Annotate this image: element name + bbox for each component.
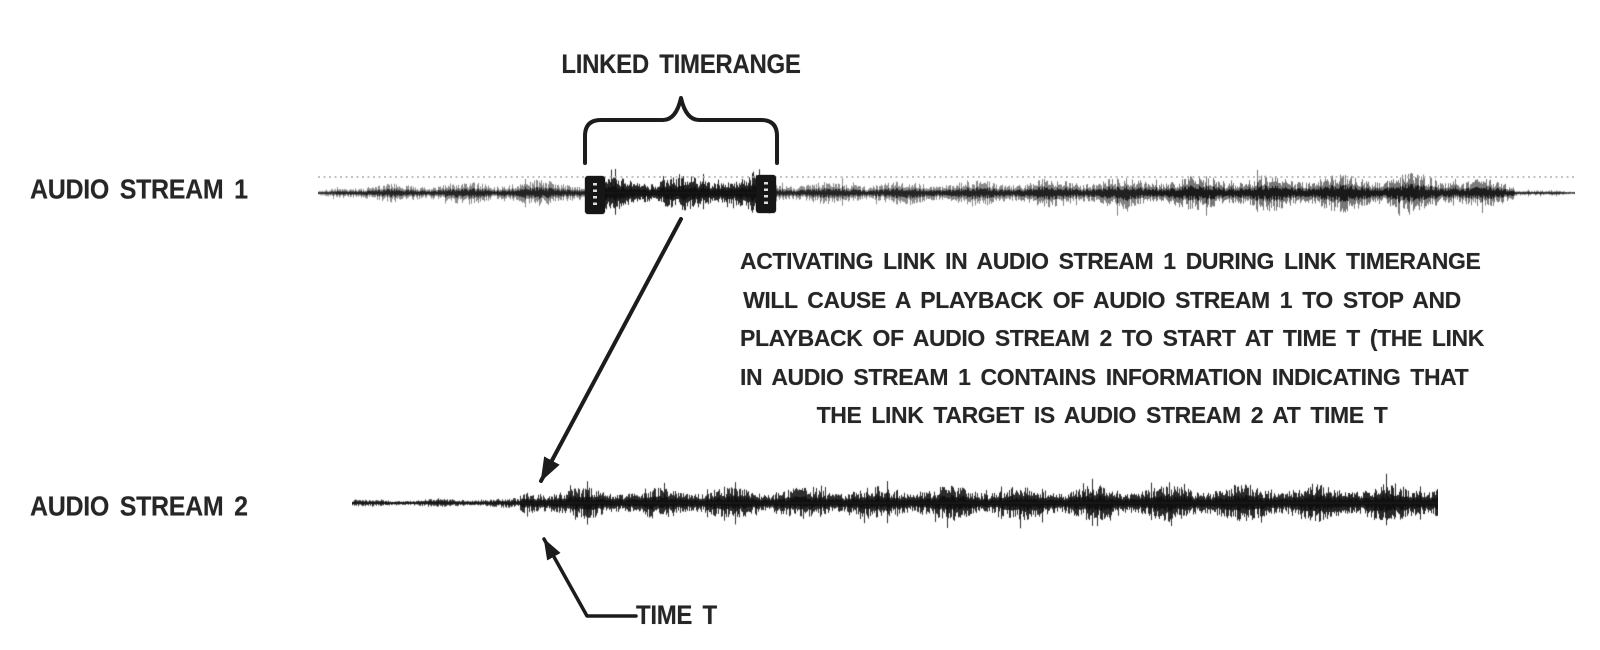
description-line: ACTIVATING LINK IN AUDIO STREAM 1 DURING… [740,248,1481,274]
link-marker-start [585,176,605,214]
link-to-target-arrow [539,217,683,483]
link-behavior-description: ACTIVATING LINK IN AUDIO STREAM 1 DURING… [740,242,1484,435]
audio-stream-1-waveform [318,158,1575,228]
link-marker-glyph [764,182,768,206]
audio-stream-2-waveform [352,468,1438,538]
time-t-label: TIME T [636,601,717,631]
description-line: WILL CAUSE A PLAYBACK OF AUDIO STREAM 1 … [743,286,1461,313]
link-marker-end [756,175,776,213]
timerange-brace [583,96,779,165]
time-t-arrow [542,537,638,618]
description-line: IN AUDIO STREAM 1 CONTAINS INFORMATION I… [740,363,1469,390]
linked-timerange-label: LINKED TIMERANGE [561,50,801,80]
audio-stream-1-label: AUDIO STREAM 1 [30,174,248,206]
link-marker-glyph [593,183,597,207]
description-line: THE LINK TARGET IS AUDIO STREAM 2 AT TIM… [816,402,1388,428]
audio-stream-2-label: AUDIO STREAM 2 [30,491,248,523]
description-line: PLAYBACK OF AUDIO STREAM 2 TO START AT T… [740,325,1484,351]
